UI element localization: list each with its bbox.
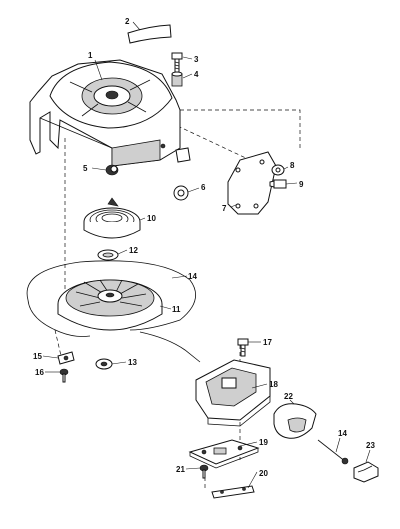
callout-1: 1	[88, 51, 93, 60]
part-1-starter-housing	[29, 59, 191, 167]
callout-11: 11	[172, 305, 181, 314]
callout-21: 21	[176, 465, 185, 474]
part-7-bracket	[227, 151, 277, 215]
part-23-handle-insert	[353, 461, 379, 483]
part-12-cup	[97, 249, 119, 261]
callout-20: 20	[259, 469, 268, 478]
callout-7: 7	[222, 204, 227, 213]
callout-8: 8	[290, 161, 295, 170]
part-10-recoil-spring	[83, 197, 141, 239]
callout-5: 5	[83, 164, 88, 173]
callout-10: 10	[147, 214, 156, 223]
part-20-clip	[211, 485, 255, 499]
part-13-nut	[95, 358, 113, 370]
callout-17: 17	[263, 338, 272, 347]
leader-lines	[42, 21, 371, 489]
part-5-bushing	[105, 164, 119, 176]
part-4-spacer	[171, 71, 183, 87]
callout-18: 18	[269, 380, 278, 389]
callout-3: 3	[194, 55, 199, 64]
part-14-starter-rope	[26, 260, 201, 363]
callout-14-rope-end: 14	[338, 429, 347, 438]
part-17-screw	[237, 338, 249, 357]
part-16-screw	[59, 368, 69, 383]
callout-2: 2	[125, 17, 130, 26]
callout-9: 9	[299, 180, 304, 189]
part-8-nut	[271, 164, 285, 176]
part-11-rope-pulley	[57, 279, 163, 331]
part-15-retainer	[57, 351, 75, 365]
callout-12: 12	[129, 246, 138, 255]
callout-15: 15	[33, 352, 42, 361]
part-9-bolt	[269, 179, 287, 189]
callout-22: 22	[284, 392, 293, 401]
part-14-rope-end	[317, 439, 349, 465]
callout-19: 19	[259, 438, 268, 447]
part-21-screw	[199, 464, 209, 479]
callout-4: 4	[194, 70, 199, 79]
part-6-washer	[173, 185, 189, 201]
part-22-handle	[273, 403, 317, 439]
callout-6: 6	[201, 183, 206, 192]
part-2-decal	[127, 24, 172, 44]
callout-23: 23	[366, 441, 375, 450]
part-3-screw	[171, 52, 183, 73]
part-18-handle-bracket	[195, 359, 271, 427]
callout-14-rope: 14	[188, 272, 197, 281]
callout-16: 16	[35, 368, 44, 377]
callout-labels: 1 2 3 4 5 6 7 8 9 10 11 12 13 14 14 15 1…	[33, 17, 375, 478]
callout-13: 13	[128, 358, 137, 367]
